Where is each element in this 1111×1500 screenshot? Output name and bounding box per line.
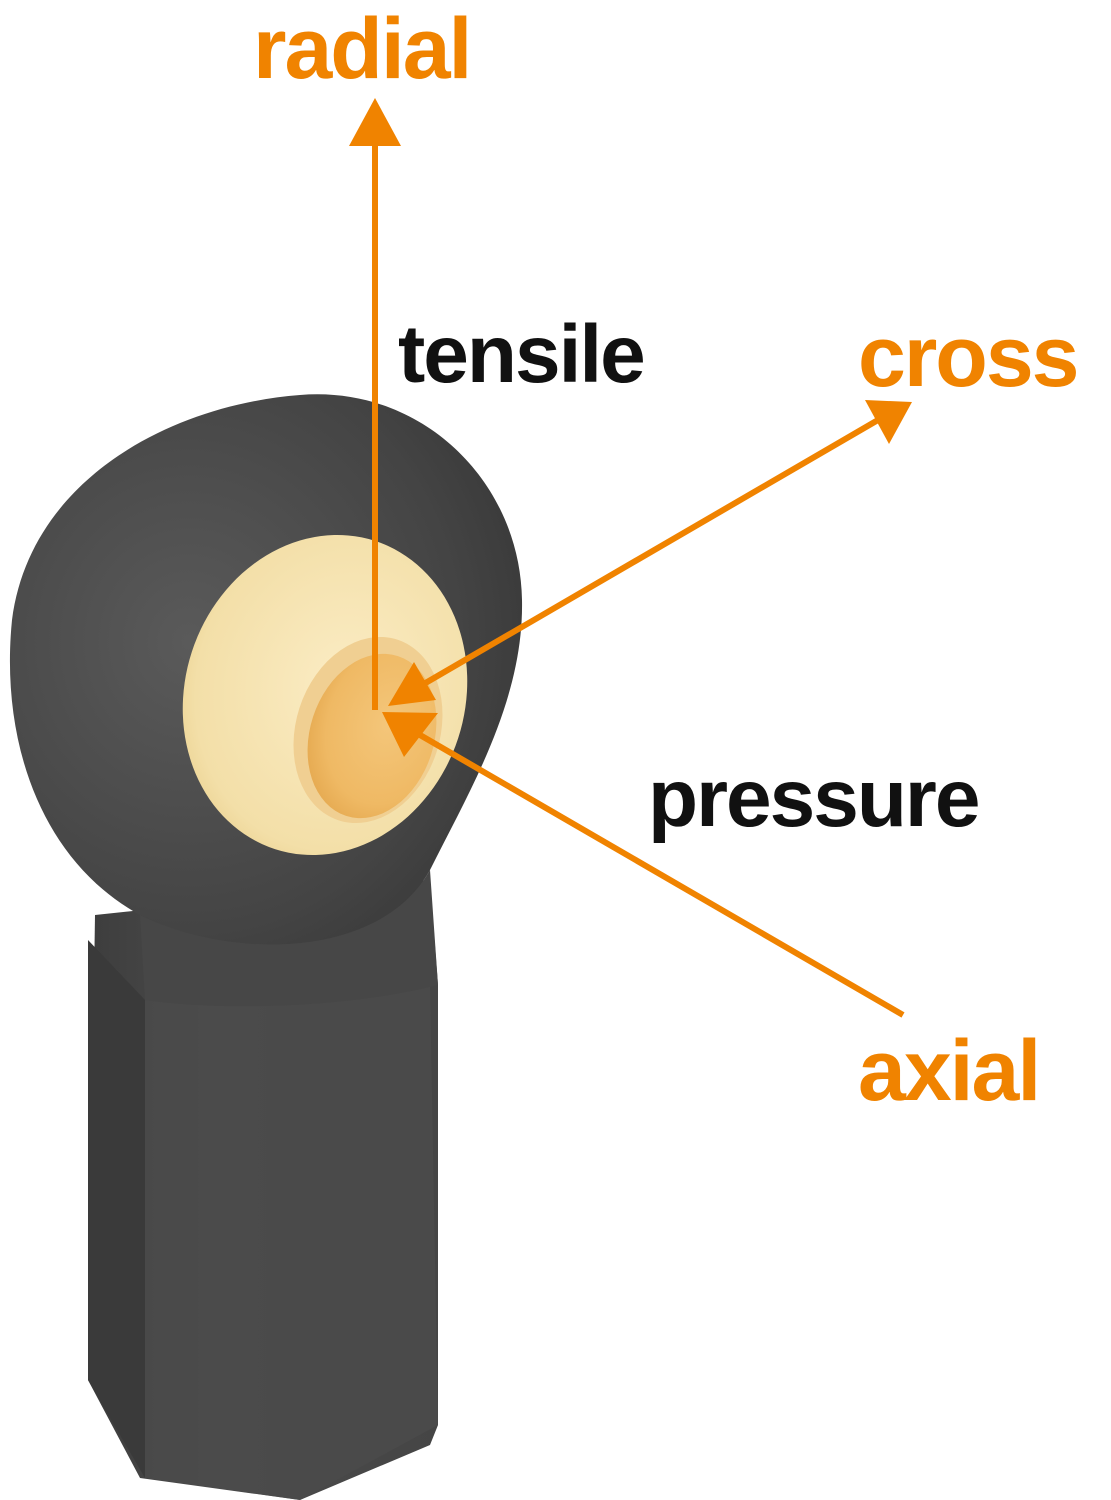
label-pressure: pressure <box>648 753 978 844</box>
cross-arrow-shaft <box>408 417 880 695</box>
radial-arrow-head <box>349 98 401 146</box>
housing-shank-face <box>145 985 438 1500</box>
housing-shank-chamfer <box>88 940 145 1478</box>
label-radial: radial <box>253 1 470 97</box>
axial-arrow-shaft <box>418 732 905 1018</box>
load-arrows <box>349 98 912 1018</box>
cross-inward-arrow-head <box>388 662 436 706</box>
label-axial: axial <box>858 1023 1039 1119</box>
label-tensile: tensile <box>398 309 644 400</box>
cross-arrow-head <box>865 400 912 444</box>
housing-neck <box>140 870 438 1007</box>
label-cross: cross <box>858 309 1078 405</box>
axial-arrow-head <box>382 712 438 757</box>
